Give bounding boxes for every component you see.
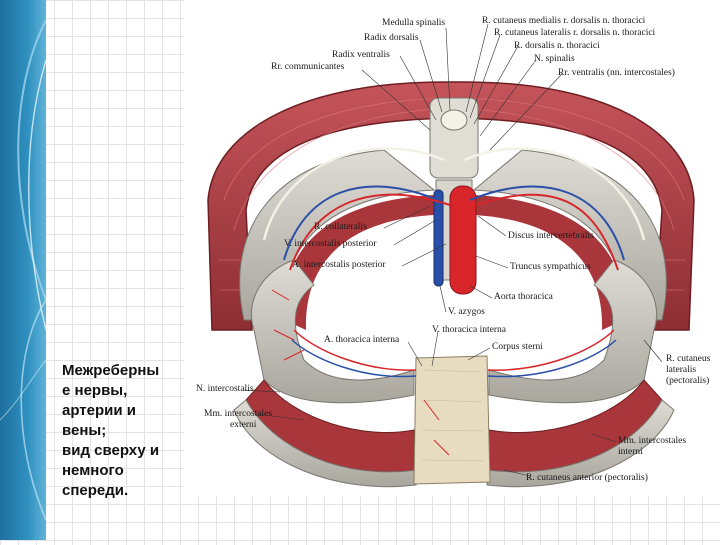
label-v-intercostalis-posterior: V. intercostalis posterior bbox=[284, 239, 377, 249]
label-a-thoracica-interna: A. thoracica interna bbox=[324, 335, 400, 345]
label-rr-communicantes: Rr. communicantes bbox=[271, 62, 345, 72]
label-aorta-thoracica: Aorta thoracica bbox=[494, 292, 553, 302]
caption-line: артерии и bbox=[62, 402, 136, 419]
caption-line: вены; bbox=[62, 422, 107, 439]
label-a-intercostalis-posterior: A. intercostalis posterior bbox=[292, 260, 386, 270]
label-medulla-spinalis: Medulla spinalis bbox=[382, 18, 446, 28]
label-truncus-sympathicus: Truncus sympathicus bbox=[510, 262, 591, 272]
caption-line: немного bbox=[62, 462, 124, 479]
label-r-cutaneus-lateralis: R. cutaneus lateralis r. dorsalis n. tho… bbox=[494, 28, 656, 38]
label-mm-intercostales-interni-1: Mm. intercostales bbox=[618, 436, 687, 446]
caption-line: Межреберны bbox=[62, 362, 160, 379]
label-v-azygos: V. azygos bbox=[448, 307, 485, 317]
label-radix-dorsalis: Radix dorsalis bbox=[364, 33, 419, 43]
slide-caption: Межреберны е нервы, артерии и вены; вид … bbox=[62, 361, 187, 501]
label-mm-intercostales-externi-1: Mm. intercostales bbox=[204, 409, 273, 419]
label-r-collateralis: R. collateralis bbox=[314, 222, 367, 232]
label-mm-intercostales-externi-2: externi bbox=[230, 420, 257, 430]
label-n-intercostalis: N. intercostalis bbox=[196, 384, 254, 394]
caption-line: е нервы, bbox=[62, 382, 128, 399]
label-radix-ventralis: Radix ventralis bbox=[332, 50, 390, 60]
label-r-dorsalis: R. dorsalis n. thoracici bbox=[514, 41, 600, 51]
caption-line: спереди. bbox=[62, 482, 129, 499]
decorative-sidebar bbox=[0, 0, 47, 540]
label-discus-intervertebralis: Discus intervertebralis bbox=[508, 231, 594, 241]
label-r-cutaneus-lateralis-pectoralis-2: lateralis bbox=[666, 365, 697, 375]
label-n-spinalis: N. spinalis bbox=[534, 54, 575, 64]
label-r-cutaneus-lateralis-pectoralis-3: (pectoralis) bbox=[666, 376, 710, 386]
label-r-cutaneus-anterior: R. cutaneus anterior (pectoralis) bbox=[526, 473, 648, 483]
label-corpus-sterni: Corpus sterni bbox=[492, 342, 543, 352]
label-r-cutaneus-lateralis-pectoralis-1: R. cutaneus bbox=[666, 354, 711, 364]
label-rr-ventralis: Rr. ventralis (nn. intercostales) bbox=[558, 68, 675, 78]
label-r-cutaneus-medialis: R. cutaneus medialis r. dorsalis n. thor… bbox=[482, 16, 646, 26]
label-v-thoracica-interna: V. thoracica interna bbox=[432, 325, 506, 335]
anatomy-illustration: Medulla spinalis Radix dorsalis Radix ve… bbox=[184, 0, 720, 496]
label-mm-intercostales-interni-2: interni bbox=[618, 447, 643, 457]
caption-line: вид сверху и bbox=[62, 442, 160, 459]
thorax-cross-section-drawing bbox=[207, 23, 695, 488]
